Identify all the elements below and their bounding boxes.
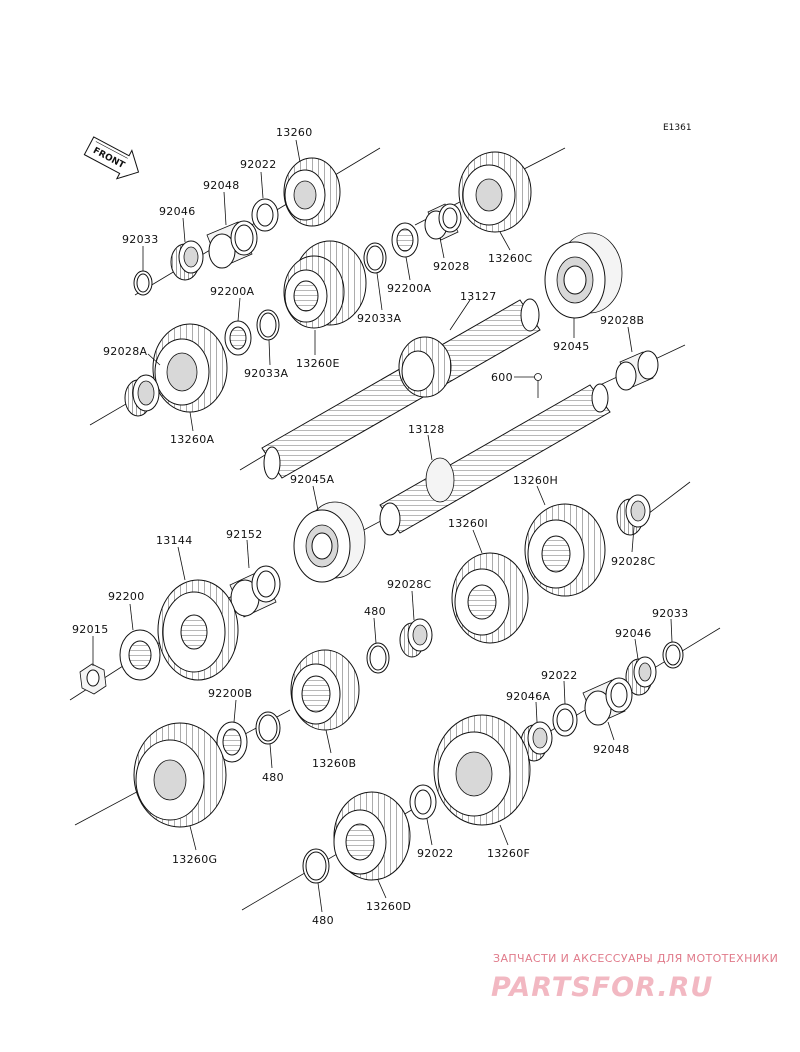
callout-13128: 13128	[408, 423, 445, 436]
callout-13260C: 13260C	[488, 252, 532, 265]
callout-92045A: 92045A	[290, 473, 334, 486]
circlip-92033A-upper	[363, 242, 387, 274]
callout-13260G: 13260G	[172, 853, 217, 866]
bushing-92048-lower	[582, 677, 633, 726]
gear-13260E	[283, 240, 367, 329]
callout-92028: 92028	[433, 260, 470, 273]
watermark-tagline: ЗАПЧАСТИ И АКСЕССУАРЫ ДЛЯ МОТОТЕХНИКИ	[493, 952, 778, 965]
callout-92028C: 92028C	[611, 555, 655, 568]
circlip-92033A-lower	[256, 309, 280, 341]
callout-92045: 92045	[553, 340, 590, 353]
gear-13260I	[451, 552, 529, 644]
needle-bearing-92028C-mid	[399, 618, 433, 658]
callout-480-lower: 480	[312, 914, 334, 927]
callout-labels: 13260 92022 92048 92046 92033 92200A 920…	[72, 126, 689, 927]
callout-480-mid: 480	[262, 771, 284, 784]
callout-92048-lower: 92048	[593, 743, 630, 756]
needle-bearing-92046-lower	[625, 656, 657, 696]
callout-92028C-mid: 92028C	[387, 578, 431, 591]
callout-92022-mid: 92022	[541, 669, 578, 682]
callout-92200: 92200	[108, 590, 145, 603]
callout-13260B: 13260B	[312, 757, 356, 770]
circlip-480-lower	[302, 848, 330, 884]
circlip-480-mid	[255, 711, 281, 745]
washer-92022-lower	[409, 784, 437, 820]
circlip-480-upper	[366, 642, 390, 674]
sprocket-13144	[157, 579, 239, 681]
shaft-13127	[261, 298, 541, 480]
callout-13260A: 13260A	[170, 433, 214, 446]
callout-13260D: 13260D	[366, 900, 411, 913]
bushing-92048-upper	[206, 220, 258, 269]
washer-92022-mid	[552, 703, 578, 737]
gear-13260A	[152, 323, 228, 413]
shaft-13128	[379, 383, 611, 536]
splined-washer-92200A-lower	[224, 320, 252, 356]
gear-13260F	[433, 714, 531, 826]
callout-92046: 92046	[159, 205, 196, 218]
callout-92033-lower: 92033	[652, 607, 689, 620]
ball-bearing-92045A	[293, 501, 366, 583]
splined-washer-92200A-upper	[391, 222, 419, 258]
bushing-92028	[424, 203, 462, 241]
callout-92048: 92048	[203, 179, 240, 192]
needle-bearing-92046-upper	[170, 240, 204, 281]
callout-13144: 13144	[156, 534, 193, 547]
callout-92033A-upper: 92033A	[357, 312, 401, 325]
callout-92200B: 92200B	[208, 687, 252, 700]
leader-dot-600	[534, 373, 542, 381]
callout-13260: 13260	[276, 126, 313, 139]
gear-13260B	[290, 649, 360, 731]
diagram-code: E1361	[663, 123, 692, 133]
gear-13260H	[524, 503, 606, 597]
callout-92022: 92022	[240, 158, 277, 171]
callout-13127: 13127	[460, 290, 497, 303]
splined-washer-92200B	[216, 721, 248, 763]
needle-bearing-92046A	[520, 721, 553, 762]
watermark: ЗАПЧАСТИ И АКСЕССУАРЫ ДЛЯ МОТОТЕХНИКИ PA…	[491, 952, 778, 1003]
callout-92200A-upper: 92200A	[387, 282, 431, 295]
callout-13260H: 13260H	[513, 474, 558, 487]
callout-92028A: 92028A	[103, 345, 147, 358]
front-arrow-icon: FRONT	[83, 136, 140, 180]
nut-92015	[79, 663, 107, 695]
gear-13260C	[458, 151, 532, 233]
ball-bearing-92045	[544, 232, 623, 319]
washer-92022-upper	[251, 198, 279, 232]
needle-bearing-92028A	[124, 374, 160, 417]
callout-13260I: 13260I	[448, 517, 488, 530]
circlip-92033-lower	[662, 641, 684, 669]
needle-bearing-92028B	[615, 350, 659, 391]
bushing-92152	[229, 565, 281, 618]
callout-92046A: 92046A	[506, 690, 550, 703]
leader-lines	[92, 139, 673, 913]
callout-13260E: 13260E	[296, 357, 340, 370]
callout-92022-lower: 92022	[417, 847, 454, 860]
circlip-92033-upper	[133, 270, 153, 296]
callout-92200A: 92200A	[210, 285, 254, 298]
washer-92200	[119, 629, 161, 681]
gear-13260G	[133, 722, 227, 828]
callout-92152: 92152	[226, 528, 263, 541]
callout-600: 600	[491, 371, 513, 384]
needle-bearing-92028C-right	[616, 494, 651, 536]
callout-92033A: 92033A	[244, 367, 288, 380]
callout-92033: 92033	[122, 233, 159, 246]
gear-13260D	[333, 791, 411, 881]
callout-480-upper: 480	[364, 605, 386, 618]
gear-13260	[283, 157, 341, 227]
callout-92028B: 92028B	[600, 314, 644, 327]
callout-92015: 92015	[72, 623, 109, 636]
watermark-brand: PARTSFOR.RU	[491, 972, 713, 1003]
callout-13260F: 13260F	[487, 847, 530, 860]
callout-92046-lower: 92046	[615, 627, 652, 640]
